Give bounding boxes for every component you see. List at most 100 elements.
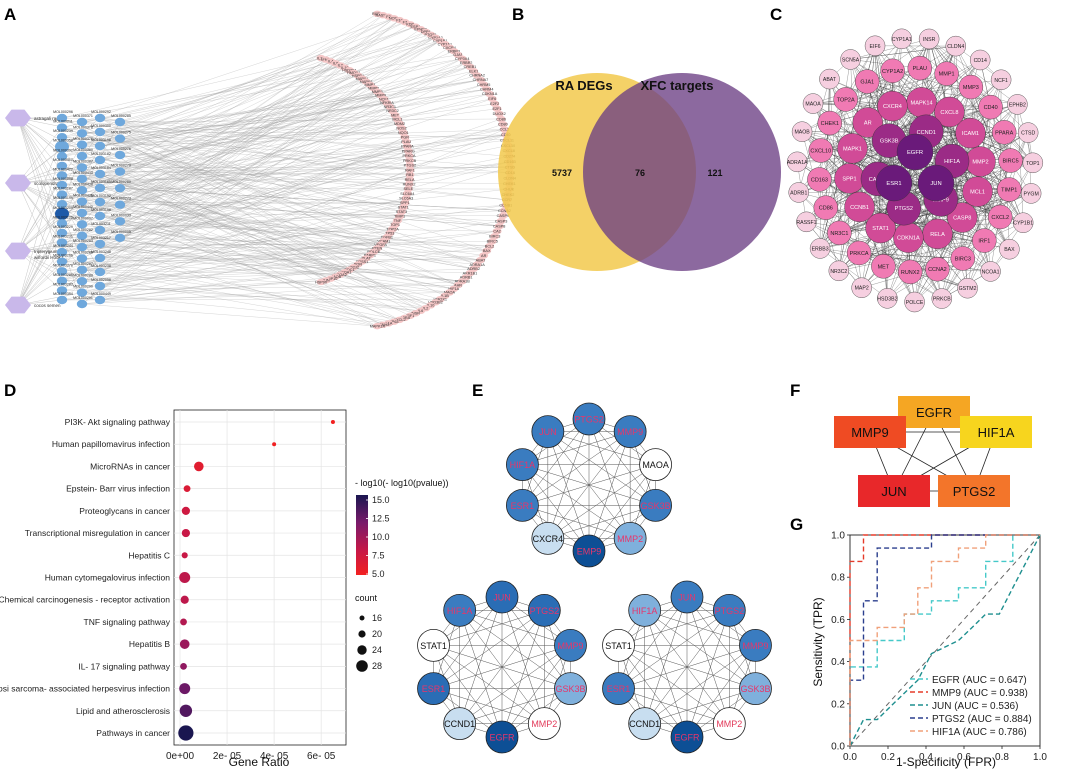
edge-molecule-target <box>61 117 426 309</box>
edge-molecule-target <box>119 138 510 168</box>
molecule-node <box>56 247 68 257</box>
target-label: JUN <box>322 279 330 283</box>
e-node <box>639 488 672 522</box>
herb-node <box>5 174 31 192</box>
e-node-label: EGFR <box>489 733 515 743</box>
edge-molecule-target <box>81 281 421 312</box>
g-legend-label: HIF1A (AUC = 0.786) <box>932 727 1027 738</box>
edge-molecule-target <box>99 136 405 287</box>
ppi-node-label: NR3C1 <box>830 231 848 237</box>
e-edge <box>547 431 656 465</box>
ppi-node-label: CXCL8 <box>940 110 958 116</box>
ppi-node-label: EPHB2 <box>1009 102 1026 108</box>
edge-molecule-target <box>99 84 484 217</box>
ppi-node-label: RUNX2 <box>901 270 920 276</box>
target-label: IL10 <box>341 66 348 70</box>
molecule-node <box>94 239 106 249</box>
edge-molecule-target <box>81 95 381 134</box>
ppi-node-label: RASSF1 <box>796 220 816 226</box>
target-node <box>492 228 502 235</box>
target-label: NR3C2 <box>386 109 398 113</box>
ppi-node-label: CHEK1 <box>821 121 839 127</box>
ppi-node-label: TOP1 <box>1026 161 1040 167</box>
target-label: ABAT <box>476 258 486 262</box>
edge-molecule-target <box>119 237 370 256</box>
ppi-node <box>837 133 868 164</box>
ppi-node-label: IRF1 <box>978 239 990 245</box>
ppi-node <box>945 35 966 57</box>
ppi-node-label: HSD3B2 <box>877 296 897 302</box>
target-label: MDM2 <box>394 122 405 126</box>
molecule-label: MOL003198 <box>91 208 111 212</box>
e-node <box>443 593 477 627</box>
d-color-tick-label: 7.5 <box>372 551 385 561</box>
e-node <box>506 488 539 522</box>
ppi-node-label: NCF1 <box>994 78 1008 84</box>
target-label: NR1I2 <box>348 265 359 269</box>
edge-molecule-target <box>61 242 454 290</box>
ppi-edge <box>845 99 971 134</box>
ppi-node-label: JUN <box>930 181 941 187</box>
molecule-node <box>114 200 126 209</box>
d-x-axis-label: Gene Ratio <box>229 755 290 769</box>
molecule-label: MOL000439 <box>73 194 93 198</box>
e-node-label: EMP9 <box>577 547 602 557</box>
target-label: RASSF1 <box>375 13 390 17</box>
venn-label-ra-degs: RA DEGs <box>555 78 612 93</box>
molecule-label: MOL000438 <box>73 182 93 186</box>
target-label: HMOX1 <box>434 297 448 301</box>
molecule-node <box>94 127 106 137</box>
ppi-node <box>791 121 813 142</box>
edge-molecule-target <box>119 123 400 172</box>
e-node-label: ESR1 <box>511 501 535 511</box>
e-edge <box>522 464 590 552</box>
ppi-node-label: CXCR4 <box>883 104 902 110</box>
ppi-node-label: CCNB1 <box>850 205 869 211</box>
edge-molecule-target <box>81 37 436 236</box>
target-label: HSP90 <box>315 280 327 284</box>
g-roc-curve <box>849 534 1041 747</box>
target-label: ELK1 <box>469 69 478 73</box>
edge-molecule-target <box>61 24 411 224</box>
edge-molecule-target <box>99 243 381 245</box>
molecule-node <box>76 117 88 127</box>
ppi-node <box>917 164 955 202</box>
edge-molecule-target <box>81 37 436 145</box>
molecule-label: MOL003244 <box>53 244 73 248</box>
edge-molecule-target <box>119 72 354 222</box>
e-edge <box>644 610 756 689</box>
ppi-node-label: CD163 <box>811 177 828 183</box>
molecule-node <box>114 217 126 226</box>
ppi-edge <box>859 252 963 259</box>
edge-herb-molecule <box>17 190 83 252</box>
ppi-edge <box>820 193 1032 249</box>
edge-molecule-target <box>99 201 405 204</box>
target-label: CA2 <box>493 230 500 234</box>
molecule-label: MOL000291 <box>73 296 93 300</box>
d-color-legend-title: - log10(- log10(pvalue)) <box>355 478 449 488</box>
edge-herb-molecule <box>17 156 83 306</box>
ppi-node-label: CCND1 <box>917 130 936 136</box>
ppi-node <box>934 96 965 128</box>
edge-molecule-target <box>61 134 506 205</box>
edge-molecule-target <box>81 98 493 236</box>
target-label: HSD3B1 <box>342 68 357 72</box>
edge-molecule-target <box>99 201 502 222</box>
e-node <box>613 415 647 449</box>
e-node <box>628 593 662 627</box>
ppi-node-label: ADRB1 <box>790 190 807 196</box>
ppi-node-label: MET <box>878 264 890 270</box>
target-node <box>487 238 497 245</box>
target-label: RXRA <box>372 12 383 16</box>
g-legend-label: PTGS2 (AUC = 0.884) <box>932 714 1032 725</box>
ppi-node-label: ERBB3 <box>812 246 829 252</box>
edge-molecule-target <box>119 121 478 265</box>
edge-molecule-target <box>81 224 498 232</box>
g-diagonal-reference <box>849 534 1041 747</box>
panel-c-letter: C <box>770 5 782 24</box>
g-y-tick: 1.0 <box>831 531 845 542</box>
target-node <box>496 115 506 123</box>
edge-molecule-target <box>119 221 490 247</box>
molecule-node <box>56 228 68 238</box>
target-node <box>405 176 415 183</box>
